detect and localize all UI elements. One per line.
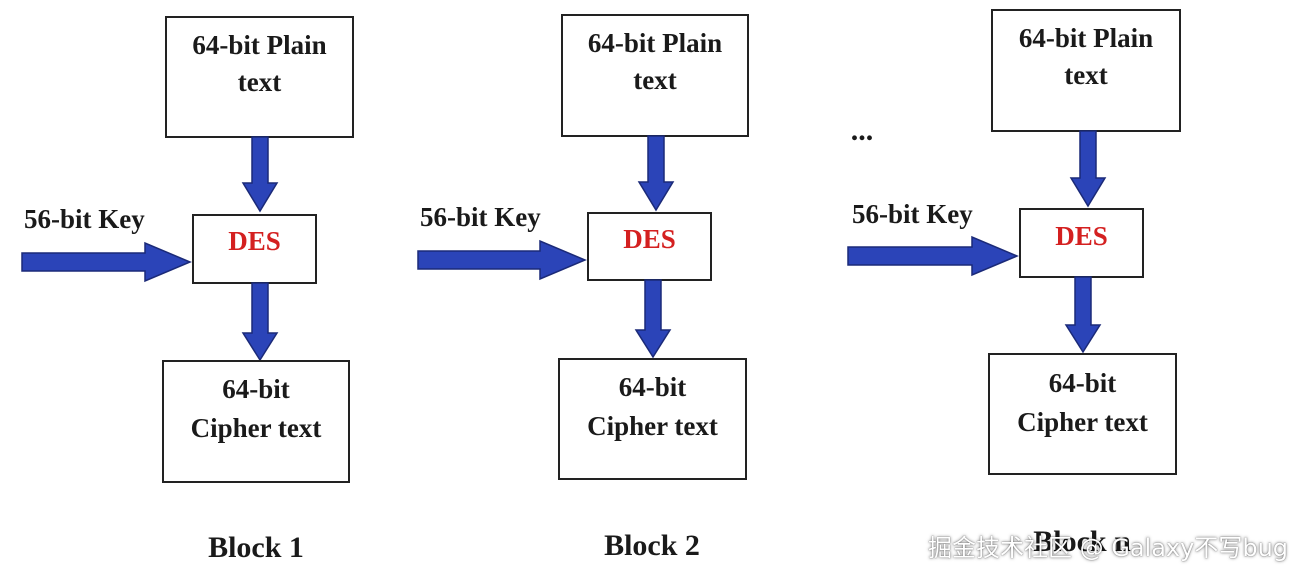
des-label: DES	[228, 226, 281, 256]
down-arrow-plaintext-to-des	[637, 135, 675, 212]
des-label: DES	[1055, 221, 1108, 251]
ciphertext-label-line1: 64-bit	[1049, 368, 1117, 398]
key-label: 56-bit Key	[852, 199, 973, 229]
plaintext-label-line1: 64-bit Plain	[1019, 23, 1153, 53]
ellipsis: ...	[851, 114, 874, 147]
down-arrow-plaintext-to-des	[241, 136, 279, 213]
ciphertext-label-line1: 64-bit	[619, 372, 687, 402]
key-label: 56-bit Key	[24, 204, 145, 234]
plaintext-label-line2: text	[238, 67, 281, 97]
ciphertext-box	[162, 360, 350, 483]
plaintext-label-line2: text	[633, 65, 676, 95]
plaintext-label-line1: 64-bit Plain	[192, 30, 326, 60]
des-box	[192, 214, 317, 284]
des-box	[1019, 208, 1144, 278]
key-arrow	[21, 241, 192, 283]
plaintext-box	[165, 16, 354, 138]
des-label: DES	[623, 224, 676, 254]
ciphertext-box	[988, 353, 1177, 475]
block-label: Block 2	[604, 529, 700, 562]
down-arrow-des-to-ciphertext	[1064, 276, 1102, 354]
key-arrow	[417, 239, 587, 281]
ciphertext-box	[558, 358, 747, 480]
plaintext-label-line2: text	[1064, 60, 1107, 90]
down-arrow-plaintext-to-des	[1069, 130, 1107, 208]
ciphertext-label-line1: 64-bit	[222, 374, 290, 404]
key-label: 56-bit Key	[420, 202, 541, 232]
block-n: 64-bit Plain text 56-bit Key DES 64-bit …	[847, 9, 1181, 558]
ciphertext-label-line2: Cipher text	[191, 413, 322, 443]
block-label: Block 1	[208, 531, 304, 564]
down-arrow-des-to-ciphertext	[241, 282, 279, 362]
block-2: 64-bit Plain text 56-bit Key DES 64-bit …	[417, 14, 749, 562]
block-1: 64-bit Plain text 56-bit Key DES 64-bit …	[21, 16, 354, 564]
block-label: Block n	[1033, 525, 1131, 558]
plaintext-label-line1: 64-bit Plain	[588, 28, 722, 58]
watermark: 掘金技术社区 @ Galaxy不写bug	[928, 534, 1289, 562]
plaintext-box	[561, 14, 749, 137]
down-arrow-des-to-ciphertext	[634, 279, 672, 359]
key-arrow	[847, 235, 1019, 277]
ciphertext-label-line2: Cipher text	[1017, 407, 1148, 437]
ciphertext-label-line2: Cipher text	[587, 411, 718, 441]
